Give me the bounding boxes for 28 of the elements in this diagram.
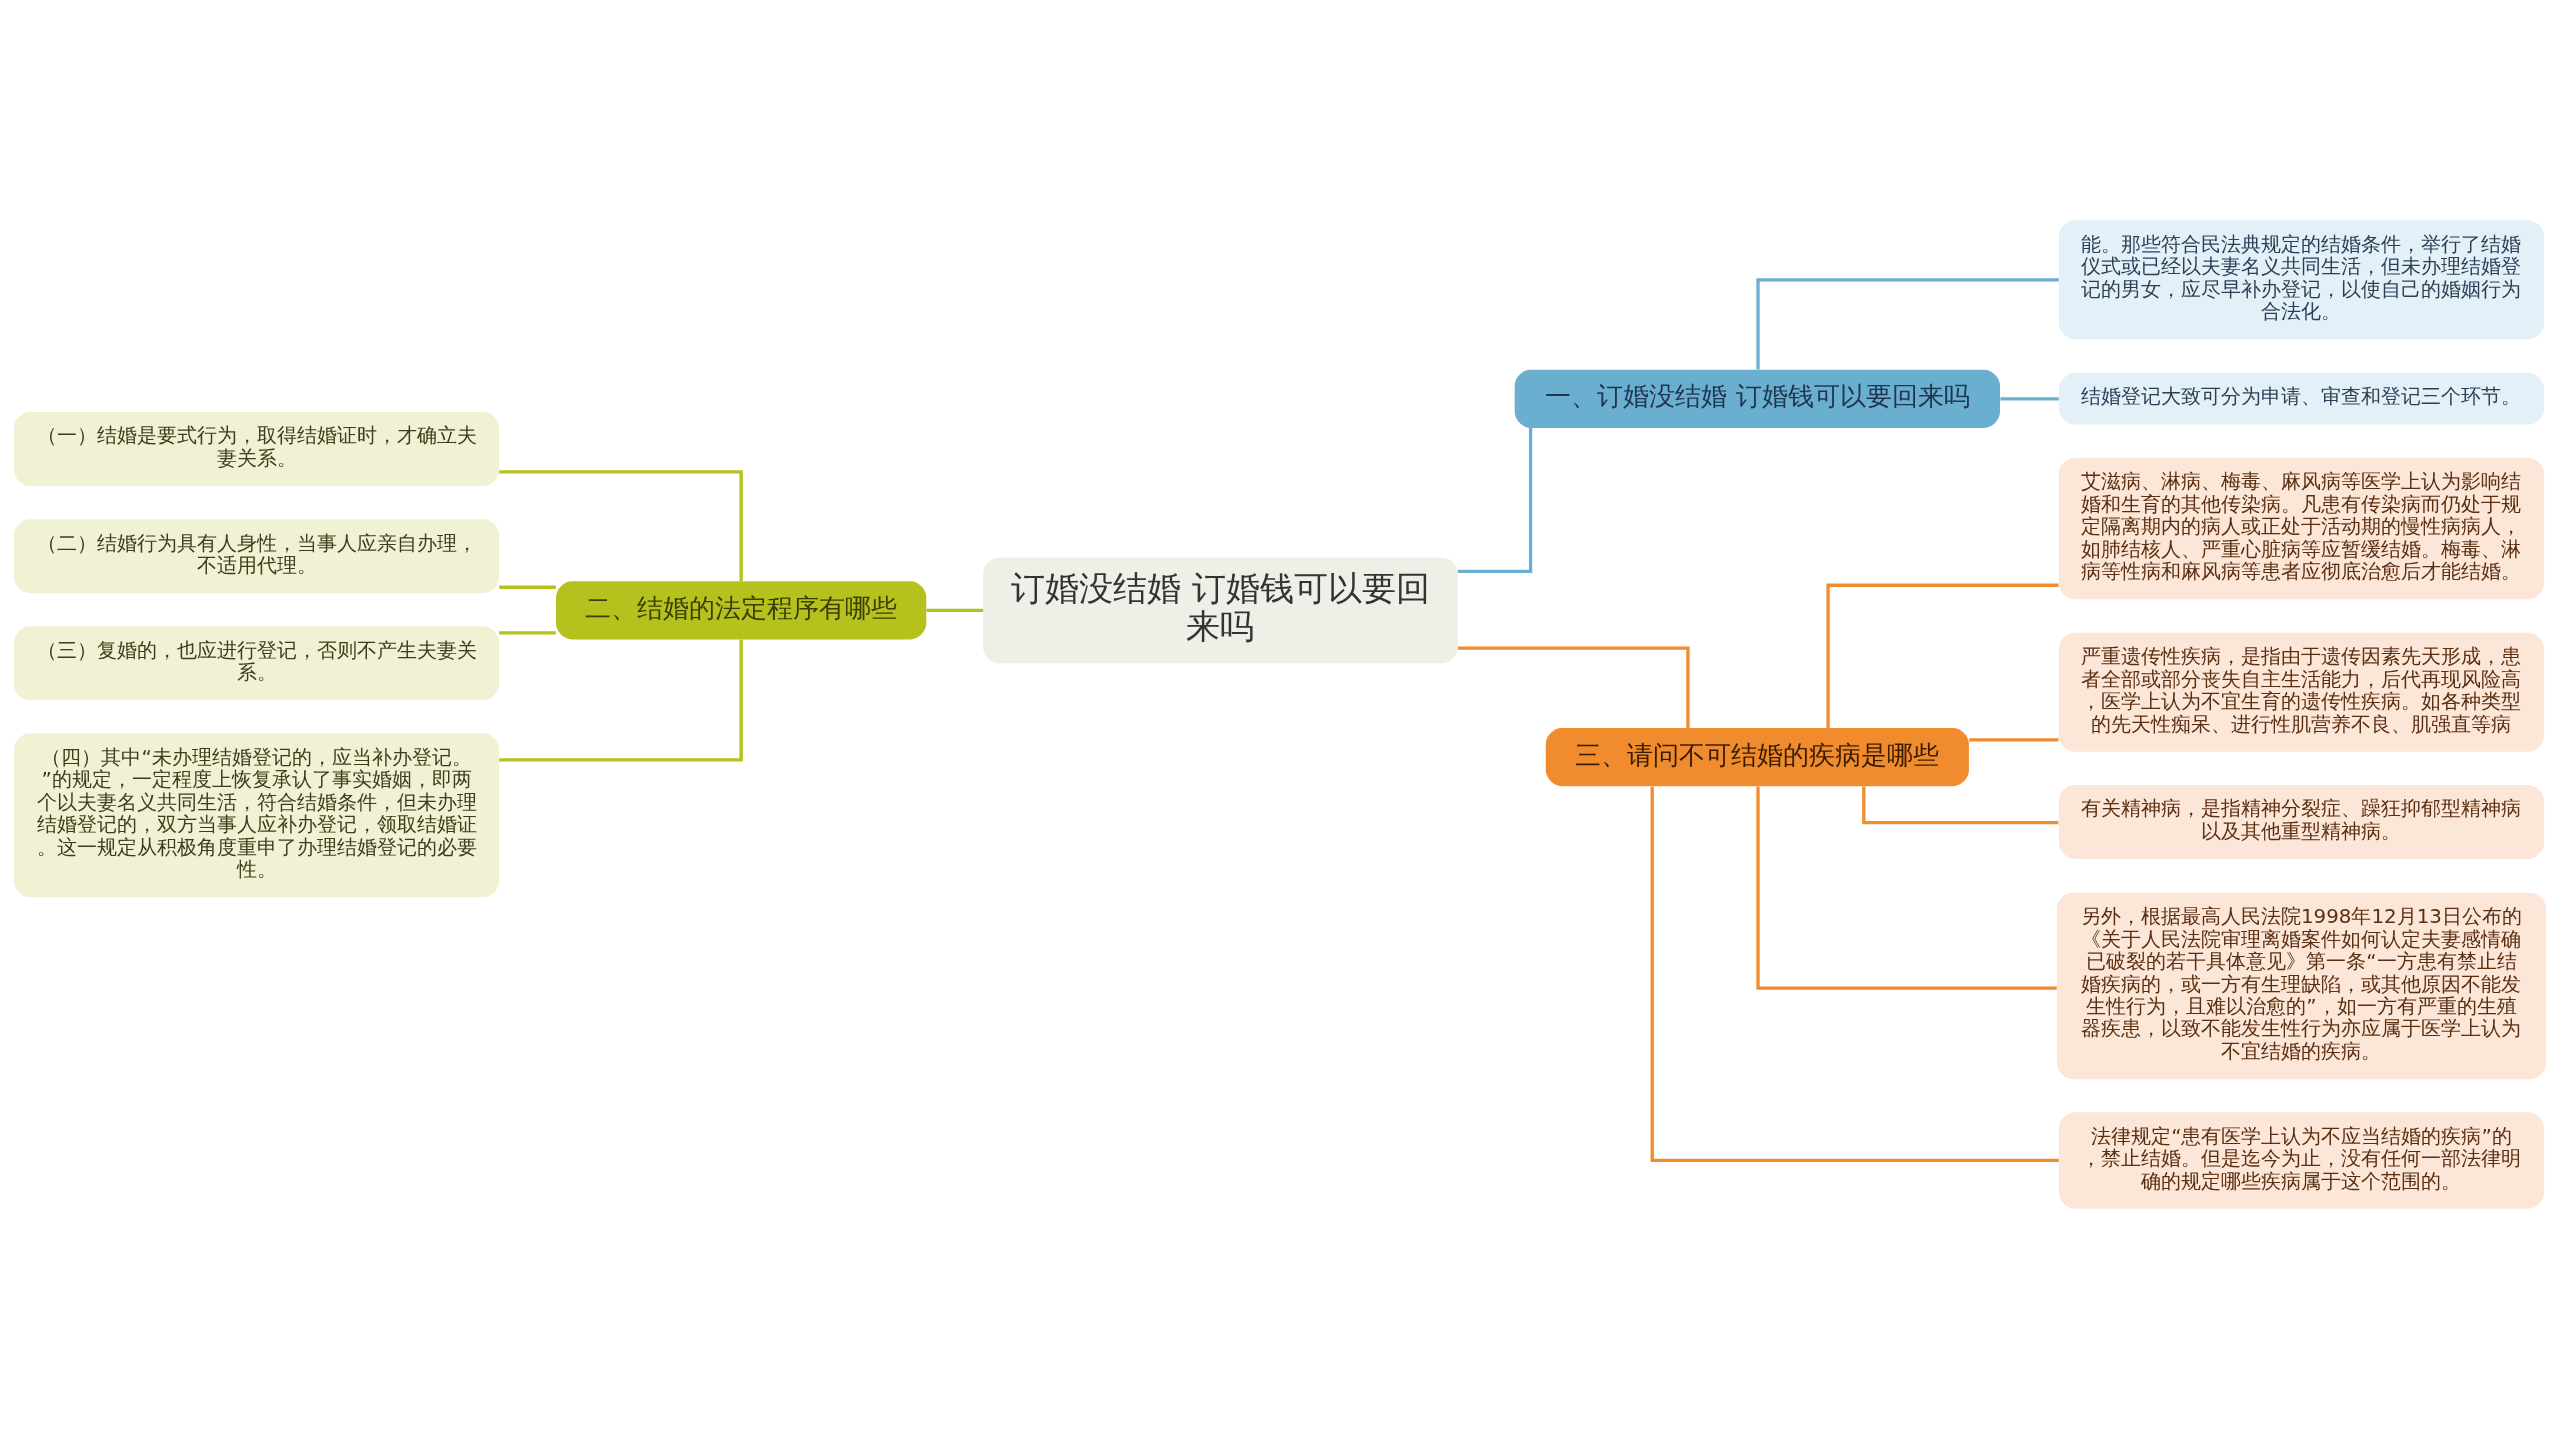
node-box: 有关精神病，是指精神分裂症、躁狂抑郁型精神病以及其他重型精神病。 [2058, 784, 2545, 859]
node-box: （四）其中“未办理结婚登记的，应当补办登记。”的规定，一定程度上恢复承认了事实婚姻，即两个以夫妻名义共同生活，符合结婚条件，但未办理结婚登记的，双方当事人应补办登记，领取结婚证。这一规定从积极角度重申了办理结婚登记的必要性。 [13, 733, 500, 898]
node-box: 结婚登记大致可分为申请、审查和登记三个环节。 [2058, 373, 2545, 425]
node-box: 一、订婚没结婚 订婚钱可以要回来吗 [1514, 369, 2000, 428]
connector [1457, 428, 1533, 573]
connector [499, 585, 556, 589]
node-box: 三、请问不可结婚的疾病是哪些 [1545, 728, 1969, 787]
connector [1756, 786, 2057, 990]
node-box: 订婚没结婚 订婚钱可以要回来吗 [983, 557, 1458, 664]
connector [1969, 738, 2059, 742]
connector [2000, 397, 2059, 401]
node-box: （一）结婚是要式行为，取得结婚证时，才确立夫妻关系。 [13, 412, 500, 487]
node-box: 能。那些符合民法典规定的结婚条件，举行了结婚仪式或已经以夫妻名义共同生活，但未办理结婚登记的男女，应尽早补办登记，以使自己的婚姻行为合法化。 [2058, 220, 2545, 340]
node-box: 艾滋病、淋病、梅毒、麻风病等医学上认为影响结婚和生育的其他传染病。凡患有传染病而仍处于规定隔离期内的病人或正处于活动期的慢性病病人，如肺结核人、严重心脏病等应暂缓结婚。梅毒、淋病等性病和麻风病等患者应彻底治愈后才能结婚。 [2058, 457, 2545, 600]
connector [926, 608, 984, 613]
node-box: 二、结婚的法定程序有哪些 [556, 581, 927, 640]
node-box: 严重遗传性疾病，是指由于遗传因素先天形成，患者全部或部分丧失自主生活能力，后代再现风险高，医学上认为不宜生育的遗传性疾病。如各种类型的先天性痴呆、进行性肌营养不良、肌强直等病 [2058, 632, 2545, 752]
connector [499, 639, 743, 762]
connector [1650, 786, 2059, 1163]
connector [1826, 583, 2059, 728]
connector [499, 470, 743, 581]
connector [499, 631, 556, 635]
node-box: 另外，根据最高人民法院1998年12月13日公布的《关于人民法院审理离婚案件如何认定夫妻感情确已破裂的若干具体意见》第一条“一方患有禁止结婚疾病的，或一方有生理缺陷，或其他原因不能发生性行为，且难以治愈的”，如一方有严重的生殖器疾患，以致不能发生性行为亦应属于医学上认为不宜结婚的疾病。 [2056, 892, 2547, 1080]
connector [1756, 278, 2059, 370]
node-box: （二）结婚行为具有人身性，当事人应亲自办理，不适用代理。 [13, 519, 500, 594]
node-box: 法律规定“患有医学上认为不应当结婚的疾病”的，禁止结婚。但是迄今为止，没有任何一部法律明确的规定哪些疾病属于这个范围的。 [2058, 1112, 2545, 1209]
connector [1458, 646, 1690, 728]
node-box: （三）复婚的，也应进行登记，否则不产生夫妻关系。 [13, 626, 500, 701]
